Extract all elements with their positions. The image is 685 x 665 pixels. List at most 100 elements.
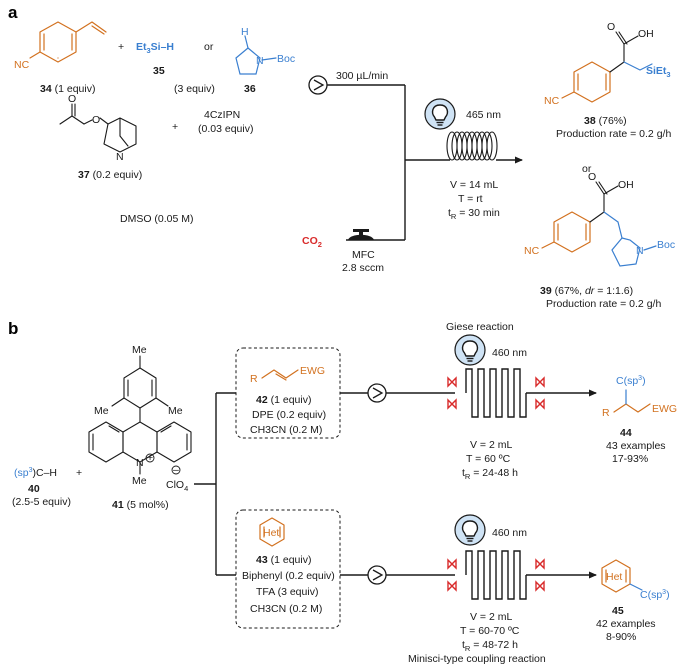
ester-oxygen-label: O	[92, 114, 100, 126]
hydroxyl-label: OH	[638, 28, 654, 40]
valve-icon	[535, 399, 545, 409]
catalyst-name: 4CzIPN	[204, 109, 240, 121]
product-44-number: 44	[620, 427, 632, 439]
reagent-40-equiv: (2.5-5 equiv)	[12, 496, 71, 508]
r-group-label: R	[250, 373, 258, 385]
nitrogen-label: N	[136, 457, 144, 469]
product-45-examples: 42 examples	[596, 618, 656, 630]
valve-icon	[535, 377, 545, 387]
catalyst-equiv: (0.03 equiv)	[198, 123, 253, 135]
or-word: or	[204, 41, 214, 53]
product-44-examples: 43 examples	[606, 440, 666, 452]
light-bulb-icon	[454, 334, 486, 366]
het-label: Het	[606, 571, 622, 583]
valve-icon	[535, 559, 545, 569]
reagent-35-number: 35	[153, 65, 165, 77]
silyl-label: SiEt3	[646, 65, 671, 79]
reagent-37-label: 37 (0.2 equiv)	[78, 169, 142, 181]
equiv-35-36: (3 equiv)	[174, 83, 215, 95]
product-45-number: 45	[612, 605, 624, 617]
methyl-label: Me	[168, 405, 183, 417]
ewg-label: EWG	[652, 403, 677, 415]
positive-charge: +	[147, 452, 153, 464]
plus-sign-b: +	[76, 467, 82, 479]
product-38-yield: 38 (76%)	[584, 115, 627, 127]
methyl-label: Me	[94, 405, 109, 417]
wavelength-b1: 460 nm	[492, 347, 527, 359]
light-bulb-icon	[424, 98, 456, 130]
mfc-label: MFC	[352, 249, 375, 261]
reagent-42-label: 42 (1 equiv)	[256, 394, 311, 406]
product-39-yield: 39 (67%, dr = 1:1.6)	[540, 285, 633, 297]
structure-45: Het C(sp3)	[601, 559, 670, 601]
hydrogen-label: H	[241, 26, 249, 38]
boc-label: Boc	[277, 53, 295, 65]
volume-b1: V = 2 mL	[470, 439, 512, 451]
reaction1-title: Giese reaction	[446, 321, 514, 333]
reagent-35-formula: Et3Si–H	[136, 41, 174, 55]
flow-rate: 300 µL/min	[336, 70, 388, 82]
structure-38: O OH SiEt3 NC	[544, 21, 671, 107]
box2-solvent: CH3CN (0.2 M)	[250, 603, 322, 615]
cyano-label: NC	[544, 95, 560, 107]
volume-a: V = 14 mL	[450, 179, 498, 191]
volume-b2: V = 2 mL	[470, 611, 512, 623]
residence-time-a: tR = 30 min	[448, 207, 500, 221]
conditions-box-minisci	[235, 509, 341, 629]
valve-icon	[447, 377, 457, 387]
box2-acid: TFA (3 equiv)	[256, 586, 318, 598]
c-sp3-label: C(sp3)	[640, 589, 670, 601]
carbonyl-oxygen-label: O	[607, 21, 615, 33]
perchlorate-label: ClO4	[166, 479, 188, 493]
syringe-pump-icon	[367, 383, 387, 403]
cyano-label: NC	[14, 59, 30, 71]
methyl-label: Me	[132, 344, 147, 356]
reagent-40-formula: (sp3)C–H	[14, 467, 57, 479]
temperature-a: T = rt	[458, 193, 483, 205]
structure-34: NC	[14, 21, 107, 71]
box1-solvent: CH3CN (0.2 M)	[250, 424, 322, 436]
residence-time-b2: tR = 48-72 h	[462, 639, 518, 653]
product-39-rate: Production rate = 0.2 g/h	[546, 298, 661, 310]
reaction2-title: Minisci-type coupling reaction	[408, 653, 546, 665]
temperature-b2: T = 60-70 ºC	[460, 625, 520, 637]
box2-additive: Biphenyl (0.2 equiv)	[242, 570, 335, 582]
syringe-pump-icon	[308, 75, 328, 95]
reagent-34-label: 34 (1 equiv)	[40, 83, 95, 95]
hydroxyl-label: OH	[618, 179, 634, 191]
syringe-pump-icon	[367, 565, 387, 585]
sccm-label: 2.8 sccm	[342, 262, 384, 274]
valve-icon	[447, 559, 457, 569]
structure-39: O OH N Boc NC	[524, 171, 675, 267]
panel-a-label: a	[8, 3, 18, 22]
heteroarene-43: Het	[259, 517, 285, 547]
temperature-b1: T = 60 ºC	[466, 453, 511, 465]
coil-reactor-a	[446, 131, 498, 161]
serpentine-reactor-1	[465, 368, 527, 418]
or-products: or	[582, 163, 592, 175]
residence-time-b1: tR = 24-48 h	[462, 467, 518, 481]
solvent-label: DMSO (0.05 M)	[120, 213, 194, 225]
nitrogen-label: N	[256, 55, 264, 67]
reagent-43-label: 43 (1 equiv)	[256, 554, 311, 566]
wavelength-a: 465 nm	[466, 109, 501, 121]
carbonyl-oxygen-label: O	[588, 171, 596, 183]
negative-charge: –	[173, 464, 179, 476]
panel-b-label: b	[8, 319, 18, 338]
carbonyl-oxygen-label: O	[68, 93, 76, 105]
structure-36: H N Boc	[235, 26, 295, 75]
cyano-label: NC	[524, 245, 540, 257]
reagent-36-number: 36	[244, 83, 256, 95]
ewg-label: EWG	[300, 365, 325, 377]
product-38-rate: Production rate = 0.2 g/h	[556, 128, 671, 140]
structure-37: O O N	[59, 93, 137, 163]
valve-icon	[447, 399, 457, 409]
structure-44: C(sp3) R EWG	[602, 375, 677, 419]
n-methyl-label: Me	[132, 475, 147, 487]
nitrogen-label: N	[116, 151, 124, 163]
product-45-yield: 8-90%	[606, 631, 636, 643]
plus-sign-2: +	[172, 121, 178, 133]
light-bulb-icon	[454, 514, 486, 546]
reagent-40-number: 40	[28, 483, 40, 495]
